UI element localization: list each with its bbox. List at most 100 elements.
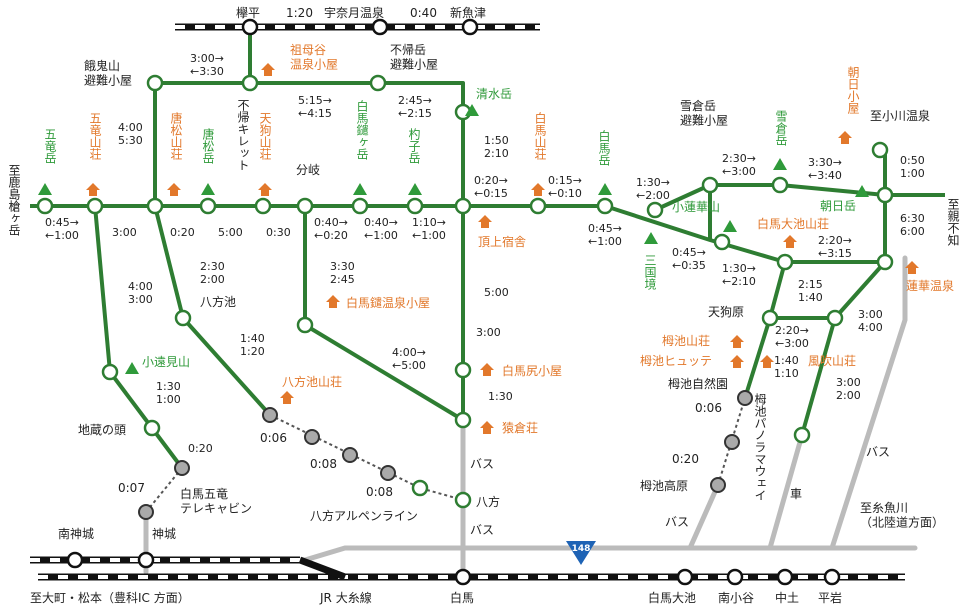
- place-kaerazu: 不帰岳避難小屋: [390, 43, 438, 71]
- time-sankoku-in: 0:45→←1:00: [588, 222, 622, 248]
- house-icon: [531, 183, 545, 196]
- time-tengu-kaze: 2:20→←3:00: [775, 324, 809, 350]
- hut-label-kazefuki: 風吹山荘: [808, 354, 856, 368]
- time-s-sh: 0:40→←1:00: [364, 216, 398, 242]
- station-hakuba: [454, 568, 472, 586]
- peak-icon: [38, 183, 52, 195]
- place-happo: 八方: [476, 494, 500, 509]
- node-korenge: [713, 233, 731, 251]
- time-alpen-2: 0:08: [310, 457, 337, 471]
- node-kaerazu: [369, 74, 387, 92]
- hut-label-tsugaike-sanso: 栂池山荘: [662, 333, 710, 348]
- house-icon: [905, 261, 919, 274]
- node-shakushi: [406, 197, 424, 215]
- node-asahi-goya: [871, 141, 889, 159]
- hut-label-tsugaike-hutte: 栂池ヒュッテ: [640, 353, 712, 368]
- station-label-kiyahira: 欅平: [236, 6, 260, 20]
- peak-icon: [723, 220, 737, 232]
- station-tsuga-3: [710, 477, 726, 493]
- hut-label-goryu: 五竜山荘: [88, 112, 102, 161]
- time-yuki-seg: 2:30→←3:00: [722, 152, 756, 178]
- peak-label-shakushi: 杓子岳: [407, 127, 421, 164]
- time-hakuba-peak: 0:15→←0:10: [548, 174, 582, 200]
- peak-label-karamatsu: 唐松岳: [201, 127, 215, 164]
- time-yuki-asahi: 3:30→←3:40: [808, 156, 842, 182]
- node-yukikura: [771, 176, 789, 194]
- house-icon: [480, 421, 494, 434]
- alpen-label: 八方アルペンライン: [310, 508, 418, 523]
- dest-right-top: 至小川温泉: [870, 109, 930, 123]
- station-alpen-3: [342, 447, 358, 463]
- node-renge: [876, 253, 894, 271]
- station-label-minamikamishiro: 南神城: [58, 526, 94, 541]
- dest-right-side: 至親不知: [946, 198, 960, 247]
- time-tsuga-1: 0:06: [695, 401, 722, 415]
- bus-road-renge: [829, 255, 908, 551]
- node-hakuba-sanso: [529, 197, 547, 215]
- peak-icon: [353, 183, 367, 195]
- node-happoike: [174, 309, 192, 327]
- node-yukikura-hinan: [701, 176, 719, 194]
- panorama-label: 栂池パノラマウェイ: [753, 392, 767, 501]
- peak-label-sankoku: 三国境: [643, 254, 657, 290]
- peak-label-kotomi: 小遠見山: [142, 355, 190, 369]
- station-label-kamishiro: 神城: [152, 527, 176, 541]
- node-babadani-jct: [241, 74, 259, 92]
- node-tele-bottom-link: [411, 479, 429, 497]
- station-tsuga-2: [724, 434, 740, 450]
- station-alpen-1: [262, 407, 278, 423]
- node-kotomi: [101, 363, 119, 381]
- station-label-shinuozu: 新魚津: [450, 5, 486, 20]
- station-label-hiraiwa: 平岩: [818, 590, 842, 605]
- car-road-kazefuki: [767, 432, 805, 551]
- station-minamiotari: [726, 568, 744, 586]
- time-m2: 0:20: [170, 226, 195, 239]
- node-oike: [776, 253, 794, 271]
- peak-label-shimizu: 清水岳: [476, 87, 512, 101]
- hut-label-sarukura: 猿倉荘: [502, 420, 538, 435]
- time-leftside: 0:45→←1:00: [45, 216, 79, 242]
- house-icon: [86, 183, 100, 196]
- house-icon: [261, 63, 275, 76]
- hut-label-oike: 白馬大池山荘: [757, 216, 829, 231]
- station-nakatsuchi: [776, 568, 794, 586]
- node-kazefuki-jct: [826, 309, 844, 327]
- house-icon: [730, 335, 744, 348]
- node-sarukura: [454, 411, 472, 429]
- time-yari-sarukura: 4:00→←5:00: [392, 346, 426, 372]
- peak-icon: [465, 104, 479, 116]
- node-sankoku: [646, 201, 664, 219]
- station-hakuba-oike: [676, 568, 694, 586]
- station-shinuozu: [461, 18, 479, 36]
- station-label-unazuki: 宇奈月温泉: [324, 6, 384, 20]
- place-tengubara: 天狗原: [708, 305, 744, 319]
- node-tengubara: [761, 309, 779, 327]
- time-top-1: 1:20: [286, 6, 313, 20]
- station-minamikamishiro: [66, 551, 84, 569]
- time-tsuga-2: 0:20: [672, 452, 699, 466]
- bus-label-4: バス: [866, 445, 890, 459]
- station-label-hakuba: 白馬: [450, 590, 474, 605]
- peak-icon: [773, 158, 787, 170]
- hut-label-hakubajiri: 白馬尻小屋: [502, 363, 562, 378]
- node-gaki-junction: [146, 197, 164, 215]
- time-m1: 3:00: [112, 226, 137, 239]
- telecabin-label: 白馬五竜テレキャビン: [180, 486, 252, 515]
- node-yari: [351, 197, 369, 215]
- time-kaerazu-seg: 5:15→←4:15: [298, 94, 332, 120]
- station-label-hakuba-oike: 白馬大池: [648, 590, 696, 605]
- hut-label-yarionsen: 白馬鑓温泉小屋: [346, 295, 430, 310]
- node-hakubajiri: [454, 361, 472, 379]
- peak-icon: [125, 362, 139, 374]
- peak-label-hakuba: 白馬岳: [597, 129, 611, 166]
- station-alpen-2: [304, 429, 320, 445]
- node-asahi-jct: [876, 186, 894, 204]
- bus-label-1: バス: [470, 457, 494, 471]
- hut-label-babadani: 祖母谷温泉小屋: [290, 42, 338, 71]
